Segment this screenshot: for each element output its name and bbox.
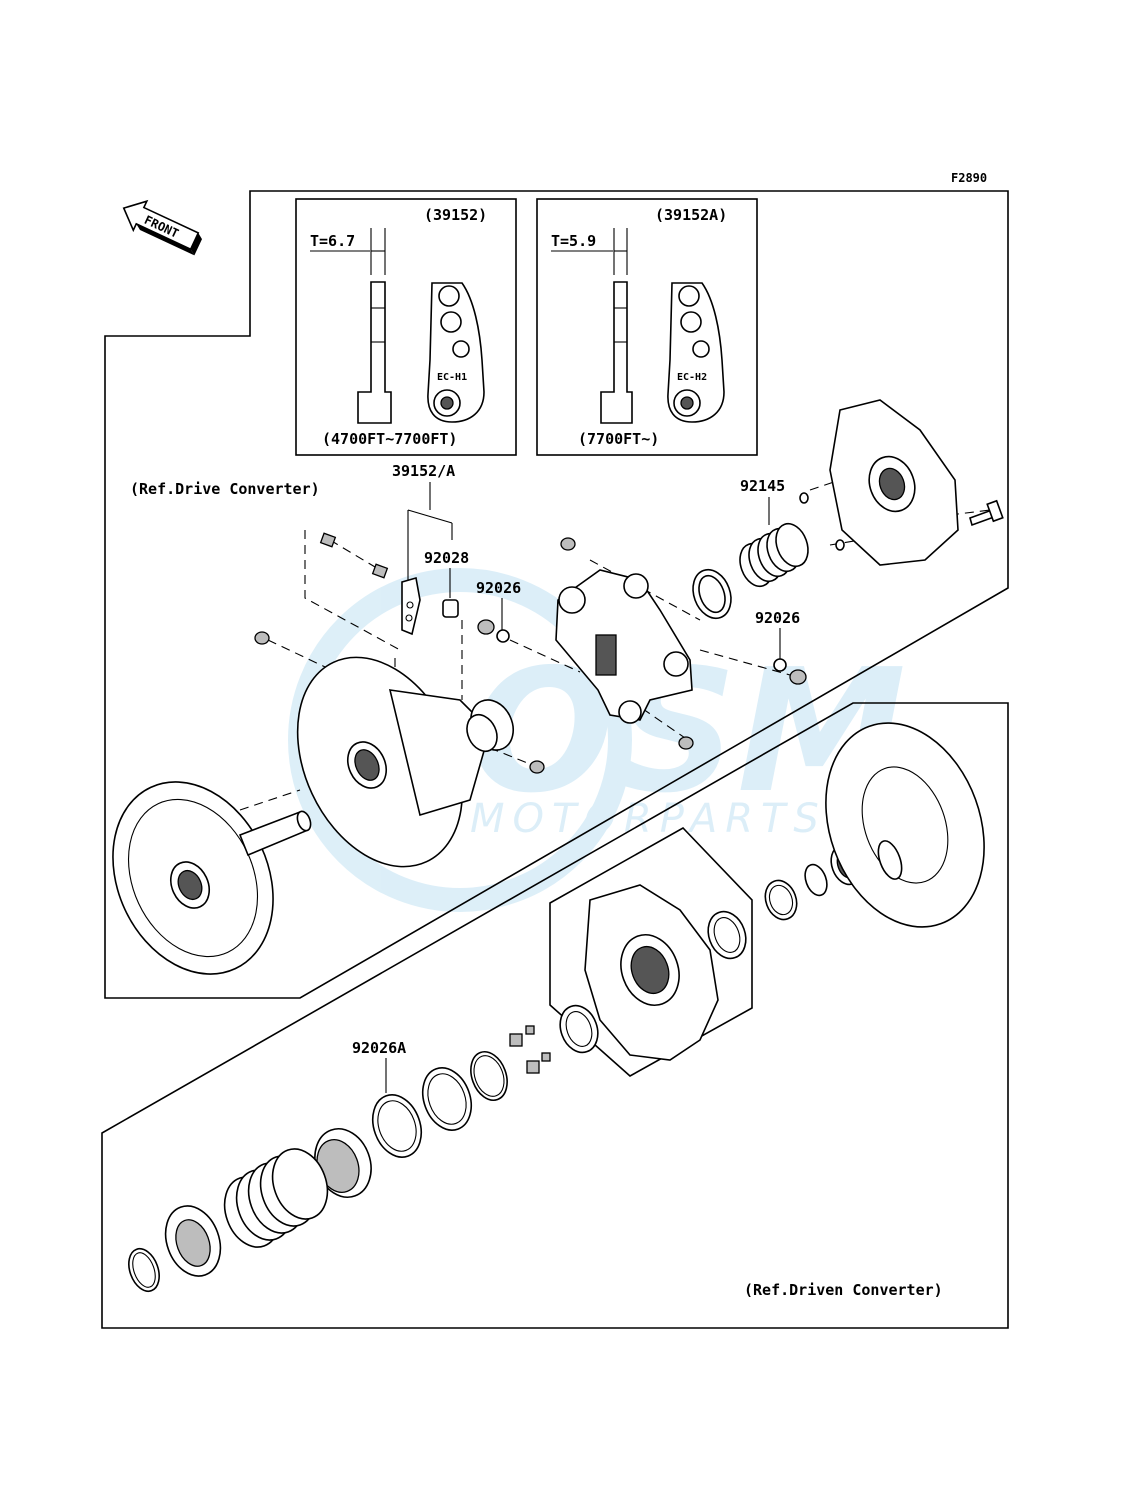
- inset-2-thickness: T=5.9: [551, 232, 596, 250]
- inset-2-mark: EC-H2: [677, 372, 707, 383]
- callout-92028: 92028: [424, 549, 469, 598]
- figure-code: F2890: [951, 171, 987, 185]
- driven-spring: [223, 1148, 329, 1248]
- inset-weight-39152a: (39152A) T=5.9 EC-H2 (7700FT~): [536, 198, 758, 456]
- inset-1-altitude: (4700FT~7700FT): [322, 430, 457, 448]
- callout-92026-right: 92026: [755, 609, 800, 660]
- callout-92145: 92145: [740, 477, 785, 525]
- inset-weight-39152: (39152) T=6.7 EC-H1 (4700FT~7700FT): [295, 198, 517, 456]
- inset-2-altitude: (7700FT~): [578, 430, 659, 448]
- inset-1-mark: EC-H1: [437, 372, 467, 383]
- callout-39152-a: 39152/A: [392, 462, 455, 580]
- spring-92145: [739, 522, 809, 588]
- driven-converter-parts: [128, 722, 985, 1293]
- ref-driven-converter: (Ref.Driven Converter): [744, 1281, 943, 1299]
- driven-converter-frame: [101, 702, 1009, 1329]
- inset-1-part-no: (39152): [424, 206, 487, 224]
- callout-92026a: 92026A: [352, 1039, 406, 1093]
- drive-converter-frame: [104, 190, 1009, 999]
- drive-converter-parts: [112, 399, 1004, 975]
- callout-92026-left-label: 92026: [476, 579, 521, 597]
- front-arrow-icon: FRONT: [122, 199, 202, 256]
- ref-drive-converter: (Ref.Drive Converter): [130, 480, 320, 498]
- watermark-subtitle: MOTORPARTS: [470, 796, 827, 842]
- callout-92026a-label: 92026A: [352, 1039, 406, 1057]
- callout-92145-label: 92145: [740, 477, 785, 495]
- callout-39152-a-label: 39152/A: [392, 462, 455, 480]
- callout-92028-label: 92028: [424, 549, 469, 567]
- inset-2-part-no: (39152A): [655, 206, 727, 224]
- callout-92026-right-label: 92026: [755, 609, 800, 627]
- inset-1-thickness: T=6.7: [310, 232, 355, 250]
- callout-92026-left: 92026: [476, 579, 521, 630]
